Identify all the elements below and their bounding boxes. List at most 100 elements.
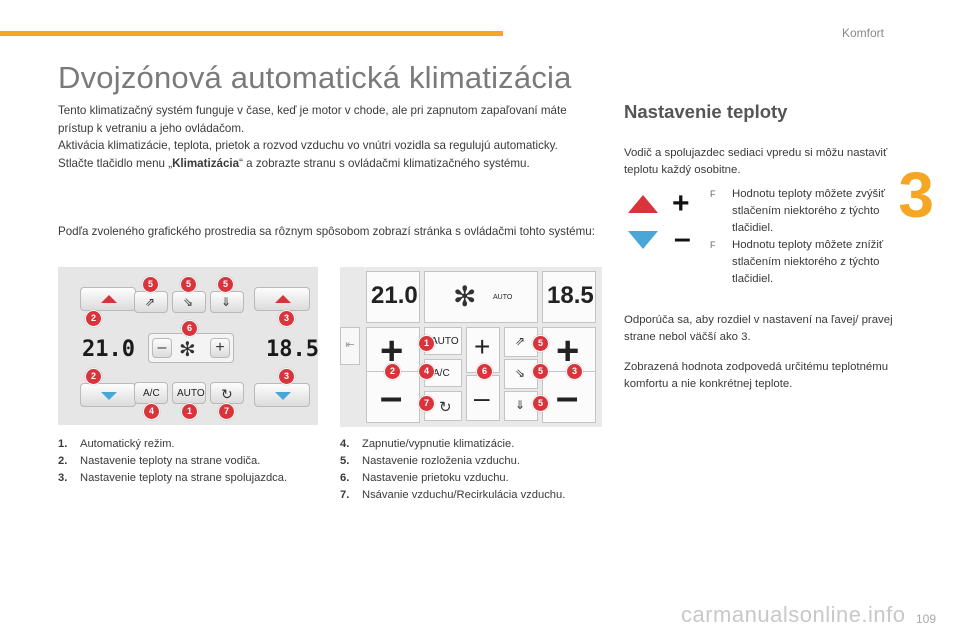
passenger-temp-display: 18.5 [266, 337, 319, 362]
plus-icon: + [672, 187, 690, 220]
legend-item: 1.Automatický režim. [58, 436, 287, 453]
intro-line-2: Aktivácia klimatizácie, teplota, prietok… [58, 139, 558, 152]
temp-down-icon [628, 231, 658, 249]
passenger-temp-minus-button[interactable]: – [542, 371, 596, 423]
callout-marker: 5 [180, 276, 197, 293]
page-number: 109 [916, 612, 937, 626]
legend-num: 4. [340, 438, 350, 450]
air-face-icon: ⇗ [515, 334, 526, 348]
intro-line-4: Podľa zvoleného grafického prostredia sa… [58, 225, 595, 238]
ac-label: A/C [143, 388, 160, 399]
callout-marker: 4 [143, 403, 160, 420]
minus-icon: – [474, 382, 490, 413]
bullet-marker-icon: F [710, 189, 716, 199]
section-paragraph: Vodič a spolujazdec sediaci vpredu si mô… [624, 147, 888, 176]
recirculation-button[interactable]: ↻ [210, 382, 244, 404]
driver-temp-value: 21.0 [371, 282, 418, 309]
top-accent-bar [0, 31, 503, 36]
fan-auto-label: AUTO [493, 294, 513, 301]
driver-temp-up-button[interactable] [80, 287, 136, 311]
callout-marker: 2 [384, 363, 401, 380]
section-paragraph: Zobrazená hodnota zodpovedá určitému tep… [624, 361, 889, 390]
driver-temp-down-button[interactable] [80, 383, 136, 407]
arrow-down-icon [275, 392, 291, 400]
passenger-temp-down-button[interactable] [254, 383, 310, 407]
legend-right: 4.Zapnutie/vypnutie klimatizácie. 5.Nast… [340, 436, 565, 504]
callout-marker: 7 [218, 403, 235, 420]
callout-marker: 2 [85, 368, 102, 385]
legend-item: 5.Nastavenie rozloženia vzduchu. [340, 453, 565, 470]
intro-line-3-post: “ a zobrazte stranu s ovládačmi klimatiz… [239, 156, 530, 170]
driver-temp-display: 21.0 [82, 337, 135, 362]
ac-button[interactable]: A/C [134, 382, 168, 404]
legend-num: 5. [340, 455, 350, 467]
callout-marker: 5 [217, 276, 234, 293]
fan-speed-control: – ✻ + [148, 333, 234, 363]
auto-button[interactable]: AUTO [172, 382, 206, 404]
page-title: Dvojzónová automatická klimatizácia [58, 60, 572, 95]
plus-icon: + [380, 329, 404, 373]
control-panel-physical: ⇗ ⇘ ⇓ 21.0 18.5 – ✻ + A/C AUTO ↻ 5 5 5 2… [58, 267, 319, 425]
callout-marker: 7 [418, 395, 435, 412]
section-title: Nastavenie teploty [624, 101, 788, 122]
intro-text: Tento klimatizačný systém funguje v čase… [58, 102, 603, 172]
watermark: carmanualsonline.info [681, 602, 906, 627]
ac-label: A/C [433, 368, 450, 379]
callout-marker: 5 [532, 395, 549, 412]
auto-label: AUTO [177, 388, 205, 399]
plus-icon: + [474, 331, 491, 362]
intro-menu-name: Klimatizácia [172, 156, 240, 170]
fan-decrease-button[interactable]: – [152, 338, 172, 358]
passenger-temp-value: 18.5 [547, 282, 594, 309]
fan-plus-button[interactable]: + [466, 327, 500, 373]
callout-marker: 5 [142, 276, 159, 293]
fan-icon: ✻ [453, 281, 477, 312]
minus-icon: – [380, 375, 403, 419]
vent-feet-button[interactable]: ⇓ [210, 291, 244, 313]
fan-icon: ✻ [179, 339, 196, 361]
fan-auto-button[interactable]: ✻ AUTO [424, 271, 538, 323]
intro-line-3: Stlačte tlačidlo menu „Klimatizácia“ a z… [58, 155, 603, 173]
legend-num: 6. [340, 472, 350, 484]
legend-num: 1. [58, 438, 68, 450]
callout-marker: 6 [476, 363, 493, 380]
air-face-feet-icon: ⇘ [183, 295, 194, 309]
callout-marker: 3 [278, 368, 295, 385]
passenger-temp-display: 18.5 [542, 271, 596, 323]
arrow-down-icon [101, 392, 117, 400]
legend-item: 2.Nastavenie teploty na strane vodiča. [58, 453, 287, 470]
vent-face-feet-button[interactable]: ⇘ [172, 291, 206, 313]
legend-text: Nastavenie teploty na strane spolujazdca… [80, 472, 288, 484]
arrow-up-icon [275, 295, 291, 303]
fan-minus-button[interactable]: – [466, 375, 500, 421]
legend-num: 7. [340, 489, 350, 501]
exit-icon[interactable]: ⇤ [340, 327, 360, 365]
fan-increase-button[interactable]: + [210, 338, 230, 358]
air-feet-icon: ⇓ [515, 398, 526, 412]
temp-up-icon [628, 195, 658, 213]
legend-text: Nsávanie vzduchu/Recirkulácia vzduchu. [362, 489, 566, 501]
callout-marker: 2 [85, 310, 102, 327]
callout-marker: 1 [181, 403, 198, 420]
recirculation-icon: ↻ [221, 386, 233, 402]
legend-text: Nastavenie prietoku vzduchu. [362, 472, 509, 484]
air-face-feet-icon: ⇘ [515, 366, 526, 380]
passenger-temp-up-button[interactable] [254, 287, 310, 311]
control-panel-touchscreen: ⇤ 21.0 18.5 ✻ AUTO + – + – AUTO A/C ↻ + … [340, 267, 602, 427]
legend-item: 7. Nsávanie vzduchu/Recirkulácia vzduchu. [340, 487, 565, 504]
minus-icon: – [674, 222, 691, 255]
legend-num: 3. [58, 472, 68, 484]
vent-face-button[interactable]: ⇗ [134, 291, 168, 313]
driver-temp-display: 21.0 [366, 271, 420, 323]
bullet-item: F Hodnotu teploty môžete zvýšiť stlačením… [708, 186, 893, 237]
minus-icon: – [556, 375, 579, 419]
callout-marker: 4 [418, 363, 435, 380]
arrow-up-icon [101, 295, 117, 303]
driver-temp-minus-button[interactable]: – [366, 371, 420, 423]
callout-marker: 1 [418, 335, 435, 352]
callout-marker: 3 [278, 310, 295, 327]
legend-item: 4.Zapnutie/vypnutie klimatizácie. [340, 436, 565, 453]
bullet-text: Hodnotu teploty môžete zvýšiť stlačením … [732, 188, 886, 234]
legend-item: 6. Nastavenie prietoku vzduchu. [340, 470, 565, 487]
callout-marker: 5 [532, 363, 549, 380]
